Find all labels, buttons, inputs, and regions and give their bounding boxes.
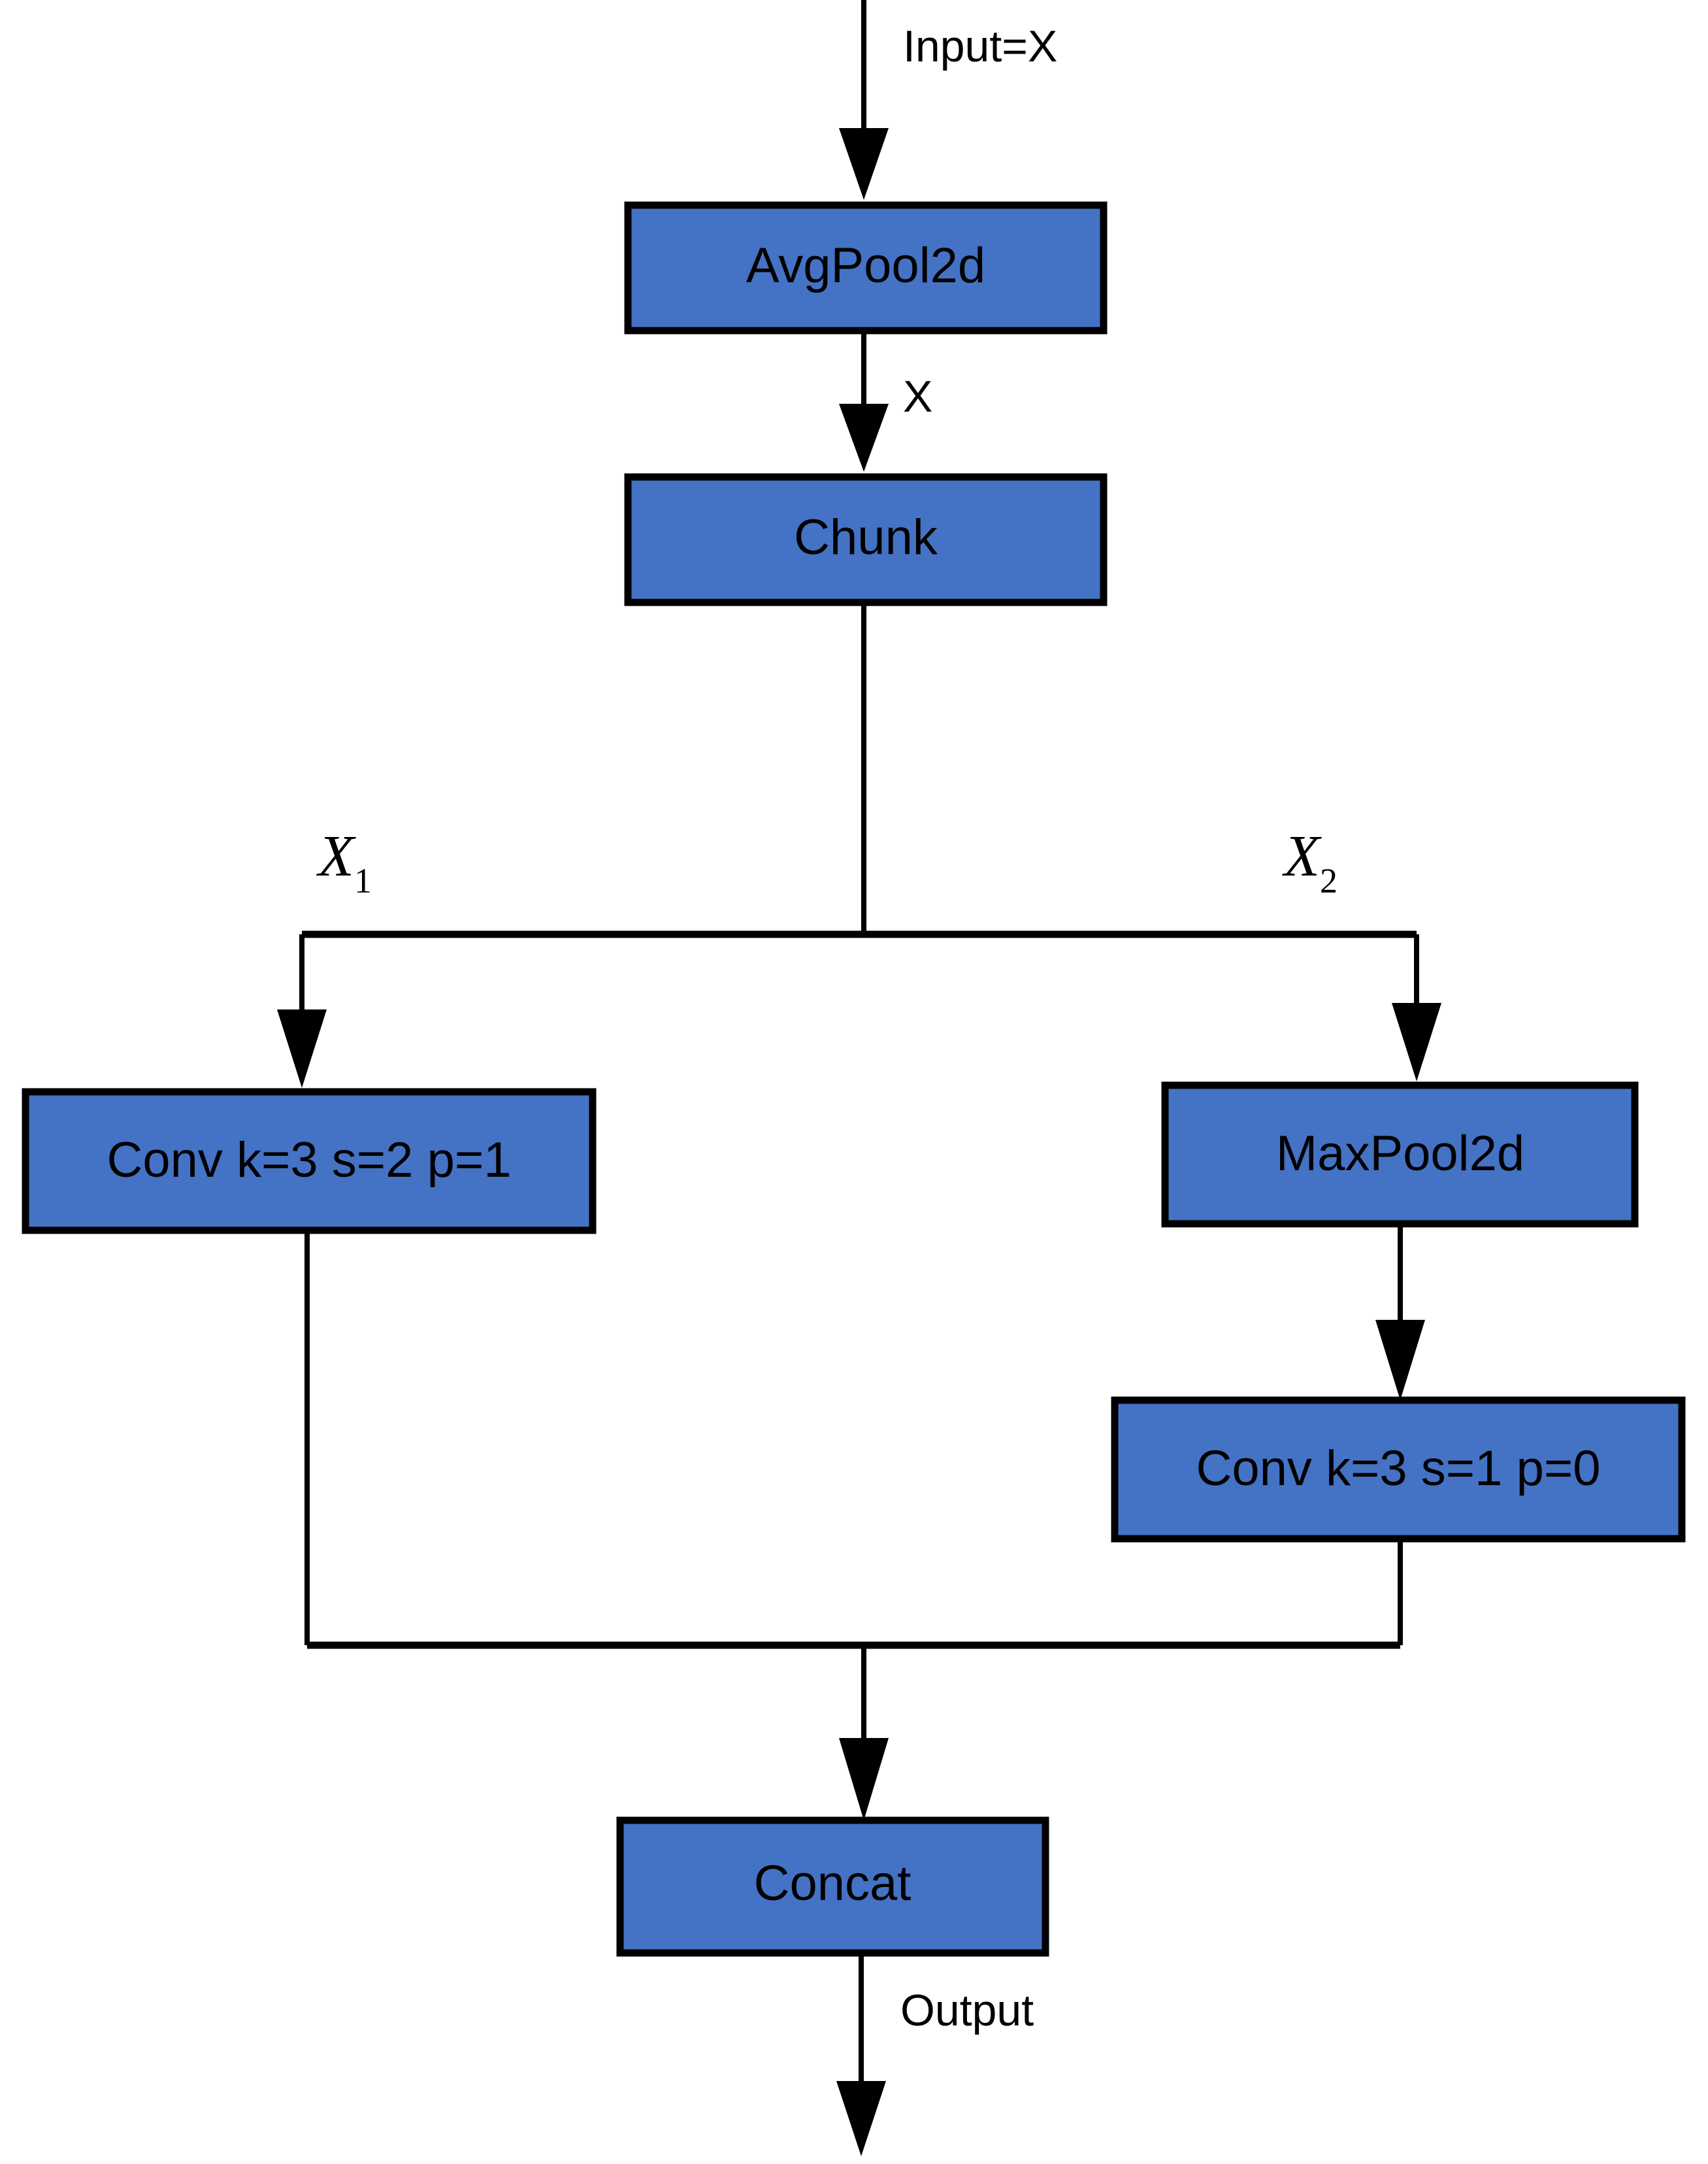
edge-concat-to-output — [836, 1953, 886, 2156]
branch-label-x2-subscript: 2 — [1320, 861, 1338, 900]
node-maxpool2d[interactable]: MaxPool2d — [1161, 1081, 1639, 1228]
node-avgpool2d[interactable]: AvgPool2d — [624, 201, 1108, 335]
node-conv-right-box[interactable] — [1111, 1396, 1686, 1543]
edge-maxpool-to-conv-right — [1375, 1225, 1425, 1400]
edge-label-input: Input=X — [903, 22, 1057, 71]
node-maxpool2d-label: MaxPool2d — [1276, 1126, 1524, 1181]
arrowhead-icon — [839, 1738, 889, 1820]
edge-avgpool-to-chunk — [839, 332, 889, 472]
arrowhead-icon — [839, 128, 889, 200]
edge-label-x: X — [903, 372, 932, 421]
node-conv-right-label: Conv k=3 s=1 p=0 — [1196, 1441, 1601, 1496]
node-conv-left-box[interactable] — [22, 1088, 597, 1234]
node-concat-box[interactable] — [616, 1816, 1049, 1957]
branch-label-x2-base: X — [1282, 824, 1322, 889]
edge-label-output: Output — [900, 1986, 1034, 2035]
node-chunk-box[interactable] — [624, 473, 1108, 606]
node-concat[interactable]: Concat — [616, 1816, 1049, 1957]
branch-label-x1-base: X — [316, 824, 356, 889]
arrowhead-icon — [277, 1009, 327, 1088]
node-conv-right[interactable]: Conv k=3 s=1 p=0 — [1111, 1396, 1686, 1543]
arrowhead-icon — [839, 404, 889, 472]
branch-label-x1: X1 — [316, 824, 372, 900]
node-conv-left-label: Conv k=3 s=2 p=1 — [107, 1132, 512, 1188]
arrowhead-icon — [1392, 1003, 1441, 1081]
edge-input-to-avgpool — [839, 0, 889, 200]
node-conv-left[interactable]: Conv k=3 s=2 p=1 — [22, 1088, 597, 1234]
arrowhead-icon — [1375, 1320, 1425, 1400]
node-avgpool2d-box[interactable] — [624, 201, 1108, 335]
branch-label-x2: X2 — [1282, 824, 1338, 900]
branch-label-x1-subscript: 1 — [354, 861, 372, 900]
edge-chunk-split — [277, 604, 1441, 1088]
node-chunk[interactable]: Chunk — [624, 473, 1108, 606]
arrowhead-icon — [836, 2081, 886, 2156]
node-concat-label: Concat — [754, 1856, 911, 1911]
node-chunk-label: Chunk — [794, 510, 938, 565]
node-maxpool2d-box[interactable] — [1161, 1081, 1639, 1228]
edge-merge-to-concat — [304, 1230, 1403, 1820]
node-avgpool2d-label: AvgPool2d — [746, 238, 985, 293]
